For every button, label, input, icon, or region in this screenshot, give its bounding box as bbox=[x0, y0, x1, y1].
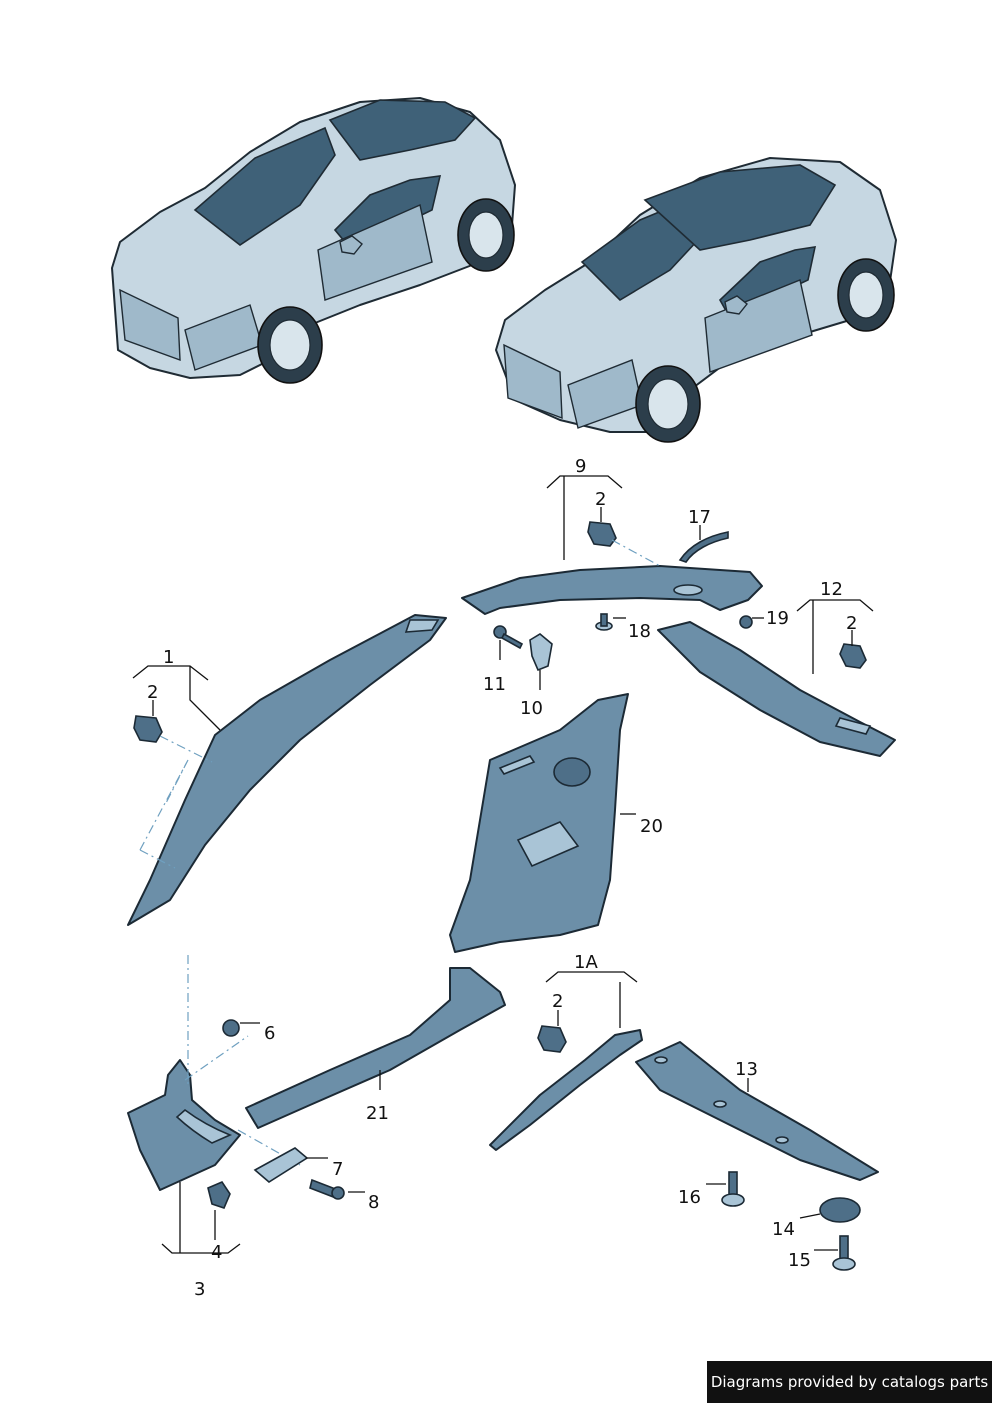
part-2-clip-top bbox=[587, 521, 617, 547]
catalog-credit-banner: Diagrams provided by catalogs parts bbox=[707, 1361, 992, 1403]
callout-labels: 1 2 9 2 17 18 19 12 2 11 10 20 1A 2 6 13… bbox=[147, 456, 857, 1300]
part-1-a-pillar-trim bbox=[127, 614, 447, 926]
callout-17: 17 bbox=[688, 507, 711, 528]
callout-2-left: 2 bbox=[147, 682, 158, 703]
part-10-clip bbox=[529, 633, 553, 672]
part-17-seal-strip bbox=[678, 531, 729, 563]
callout-20: 20 bbox=[640, 816, 663, 837]
callout-2-top: 2 bbox=[595, 489, 606, 510]
part-14-plug bbox=[819, 1197, 861, 1223]
part-19-nut bbox=[739, 615, 753, 629]
callout-2-lower: 2 bbox=[552, 991, 563, 1012]
callout-14: 14 bbox=[772, 1219, 795, 1240]
callout-12: 12 bbox=[820, 579, 843, 600]
part-20-rear-side-panel bbox=[449, 693, 629, 953]
callout-16: 16 bbox=[678, 1187, 701, 1208]
part-15-screw bbox=[832, 1235, 856, 1271]
callout-7: 7 bbox=[332, 1159, 343, 1180]
callout-9: 9 bbox=[575, 456, 586, 477]
callout-1: 1 bbox=[163, 647, 174, 668]
part-11-screw bbox=[493, 625, 524, 650]
roadster-car-illustration bbox=[495, 157, 897, 443]
part-21-sill-trim bbox=[245, 967, 506, 1129]
part-1a-pillar-trim bbox=[489, 1029, 643, 1151]
callout-2-right: 2 bbox=[846, 613, 857, 634]
callout-4: 4 bbox=[211, 1242, 222, 1263]
part-16-screw bbox=[721, 1171, 745, 1207]
assembly-line-9 bbox=[611, 539, 661, 567]
assembly-line-1 bbox=[139, 735, 213, 869]
callout-1a: 1A bbox=[574, 952, 598, 973]
part-2-clip-left bbox=[133, 715, 163, 743]
part-4-clip bbox=[207, 1181, 231, 1209]
callout-11: 11 bbox=[483, 674, 506, 695]
part-8-bolt bbox=[309, 1178, 345, 1200]
callout-13: 13 bbox=[735, 1059, 758, 1080]
callout-10: 10 bbox=[520, 698, 543, 719]
part-2-clip-lower bbox=[537, 1025, 567, 1053]
part-12-roof-rail-trim bbox=[657, 621, 896, 757]
coupe-car-illustration bbox=[111, 97, 516, 384]
part-9-roof-side-trim bbox=[461, 565, 763, 615]
callout-3: 3 bbox=[194, 1279, 205, 1300]
catalog-credit-text: Diagrams provided by catalogs parts bbox=[710, 1373, 989, 1391]
callout-18: 18 bbox=[628, 621, 651, 642]
callout-19: 19 bbox=[766, 608, 789, 629]
part-6-nut bbox=[222, 1019, 240, 1037]
part-13-sill-cover-plate bbox=[635, 1041, 879, 1181]
part-3-lower-pillar-trim bbox=[127, 1059, 241, 1191]
callout-15: 15 bbox=[788, 1250, 811, 1271]
callout-6: 6 bbox=[264, 1023, 275, 1044]
part-18-screw bbox=[595, 613, 613, 631]
part-2-clip-right bbox=[839, 643, 867, 669]
leader-lines bbox=[132, 475, 874, 1254]
callout-8: 8 bbox=[368, 1192, 379, 1213]
callout-21: 21 bbox=[366, 1103, 389, 1124]
